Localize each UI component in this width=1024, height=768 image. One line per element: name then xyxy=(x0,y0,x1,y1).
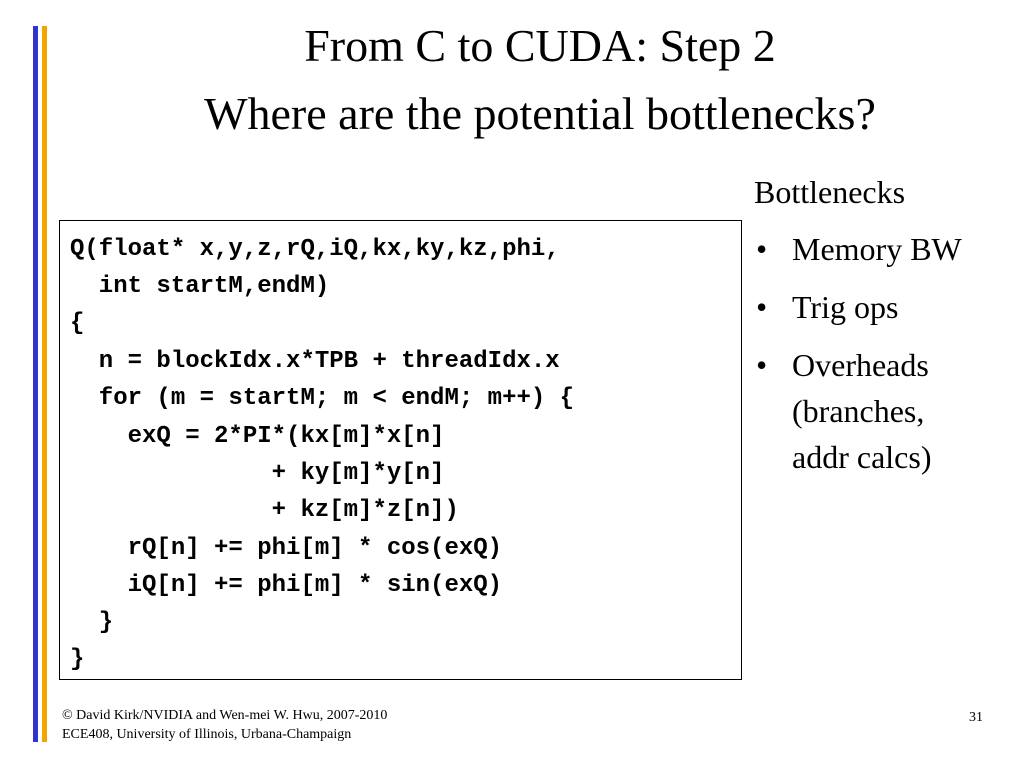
code-line: rQ[n] += phi[m] * cos(exQ) xyxy=(70,535,503,562)
page-number: 31 xyxy=(969,710,983,725)
code-line: iQ[n] += phi[m] * sin(exQ) xyxy=(70,572,503,599)
slide-title: From C to CUDA: Step 2 xyxy=(304,20,776,71)
code-line: int startM,endM) xyxy=(70,273,330,300)
bullet-marker: • xyxy=(756,231,768,267)
left-accent-bar-orange xyxy=(42,26,47,742)
bullet-item-memory-bw: Memory BW xyxy=(792,231,962,267)
bullet-item-trig-ops: Trig ops xyxy=(792,289,899,325)
code-line: n = blockIdx.x*TPB + threadIdx.x xyxy=(70,348,560,375)
code-line: + ky[m]*y[n] xyxy=(70,460,445,487)
bottlenecks-heading: Bottlenecks xyxy=(754,174,906,210)
footer-copyright: © David Kirk/NVIDIA and Wen-mei W. Hwu, … xyxy=(62,708,388,723)
code-line: } xyxy=(70,609,114,636)
code-line: + kz[m]*z[n]) xyxy=(70,497,459,524)
code-line: exQ = 2*PI*(kx[m]*x[n] xyxy=(70,423,445,450)
bullet-marker: • xyxy=(756,289,768,325)
bullet-marker: • xyxy=(756,347,768,383)
footer-course: ECE408, University of Illinois, Urbana-C… xyxy=(62,727,352,742)
code-box: Q(float* x,y,z,rQ,iQ,kx,ky,kz,phi, int s… xyxy=(59,220,742,680)
left-accent-bar-blue xyxy=(33,26,38,742)
code-line: Q(float* x,y,z,rQ,iQ,kx,ky,kz,phi, xyxy=(70,236,560,263)
code-line: for (m = startM; m < endM; m++) { xyxy=(70,385,575,412)
code-line: } xyxy=(70,646,85,673)
bullet-item-overheads-line3: addr calcs) xyxy=(792,439,932,475)
bullet-item-overheads: Overheads xyxy=(792,347,929,383)
bullet-item-overheads-line2: (branches, xyxy=(792,393,925,429)
code-line: { xyxy=(70,310,85,337)
slide-subtitle: Where are the potential bottlenecks? xyxy=(204,88,876,139)
